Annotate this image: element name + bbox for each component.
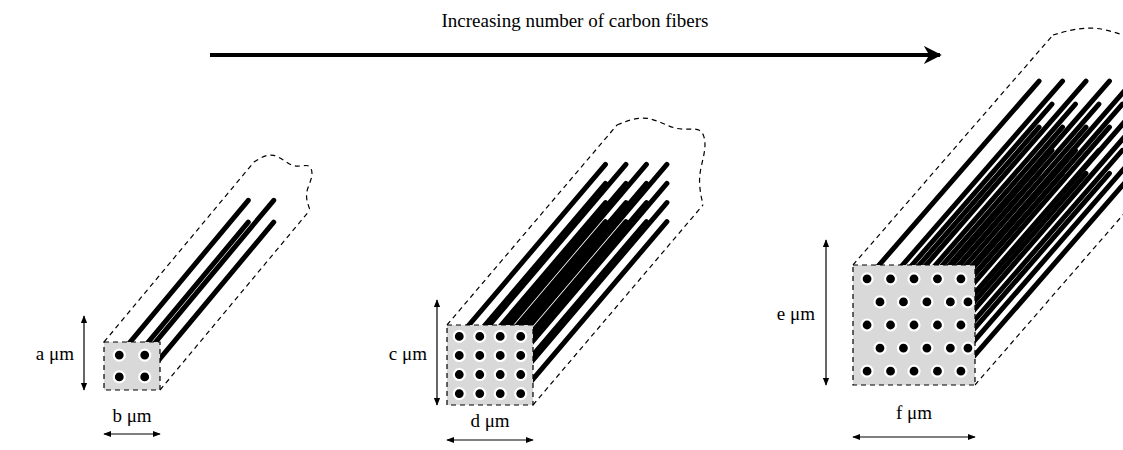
fiber-end: [862, 273, 873, 284]
fiber-end: [932, 320, 943, 331]
fiber-end: [898, 343, 909, 354]
fiber-end: [909, 320, 920, 331]
fiber-end: [454, 369, 465, 380]
fiber-end: [114, 350, 125, 361]
fiber-end: [955, 320, 966, 331]
dimension-label: d μm: [470, 411, 509, 430]
fiber-end: [945, 343, 956, 354]
fiber-end: [898, 296, 909, 307]
bundle-end: [254, 155, 312, 210]
fiber-end: [862, 320, 873, 331]
dimension-arrow: [825, 240, 826, 385]
fiber-end: [885, 320, 896, 331]
carbon-fiber: [914, 81, 1086, 279]
fiber-end: [962, 296, 973, 307]
fiber-end: [874, 343, 885, 354]
fiber-end: [962, 343, 973, 354]
carbon-fiber: [521, 203, 667, 375]
fiber-end: [921, 343, 932, 354]
fiber-end: [909, 273, 920, 284]
fiber-end: [454, 350, 465, 361]
fiber-end: [515, 388, 526, 399]
fiber-end: [474, 388, 485, 399]
fiber-end: [495, 388, 506, 399]
fiber-end: [139, 371, 150, 382]
fiber-end: [885, 273, 896, 284]
dimension-label: c μm: [389, 344, 427, 363]
fiber-end: [139, 350, 150, 361]
dimension-arrow: [104, 433, 160, 434]
fiber-end: [874, 296, 885, 307]
carbon-fiber: [521, 222, 667, 394]
dimension-label: a μm: [36, 344, 74, 363]
fiber-end: [495, 350, 506, 361]
carbon-fiber: [145, 200, 274, 355]
dimension-label: f μm: [896, 403, 932, 422]
fiber-end: [909, 366, 920, 377]
bundle-cross-section: [447, 325, 533, 405]
trend-label: Increasing number of carbon fibers: [442, 11, 709, 30]
fiber-end: [454, 331, 465, 342]
trend-arrow: [210, 53, 940, 57]
fiber-bundle: [447, 118, 705, 405]
carbon-fiber: [961, 173, 1123, 371]
fiber-end: [495, 369, 506, 380]
fiber-end: [955, 366, 966, 377]
dimension-label: e μm: [777, 304, 815, 323]
bundle-cross-section: [853, 265, 975, 385]
fiber-end: [921, 296, 932, 307]
dimension-label: b μm: [112, 406, 151, 425]
carbon-fiber: [145, 222, 274, 377]
dimension-arrow: [436, 300, 437, 405]
fiber-end: [932, 366, 943, 377]
fiber-end: [932, 273, 943, 284]
fiber-bundle: [853, 28, 1123, 385]
fiber-end: [454, 388, 465, 399]
fiber-end: [885, 366, 896, 377]
fiber-end: [945, 296, 956, 307]
carbon-fiber: [119, 222, 248, 377]
bundle-cross-section: [104, 342, 160, 390]
fiber-end: [515, 369, 526, 380]
fiber-end: [515, 331, 526, 342]
fiber-end: [955, 273, 966, 284]
fiber-end: [114, 371, 125, 382]
fiber-end: [474, 331, 485, 342]
fiber-bundle: [104, 155, 312, 390]
fiber-end: [862, 366, 873, 377]
fiber-end: [515, 350, 526, 361]
dimension-arrow: [447, 439, 533, 440]
dimension-arrow: [853, 436, 975, 437]
fiber-end: [474, 369, 485, 380]
carbon-fiber: [521, 183, 667, 355]
fiber-end: [495, 331, 506, 342]
dimension-arrow: [83, 316, 84, 390]
fiber-end: [474, 350, 485, 361]
fiber-bundles: [104, 28, 1123, 405]
